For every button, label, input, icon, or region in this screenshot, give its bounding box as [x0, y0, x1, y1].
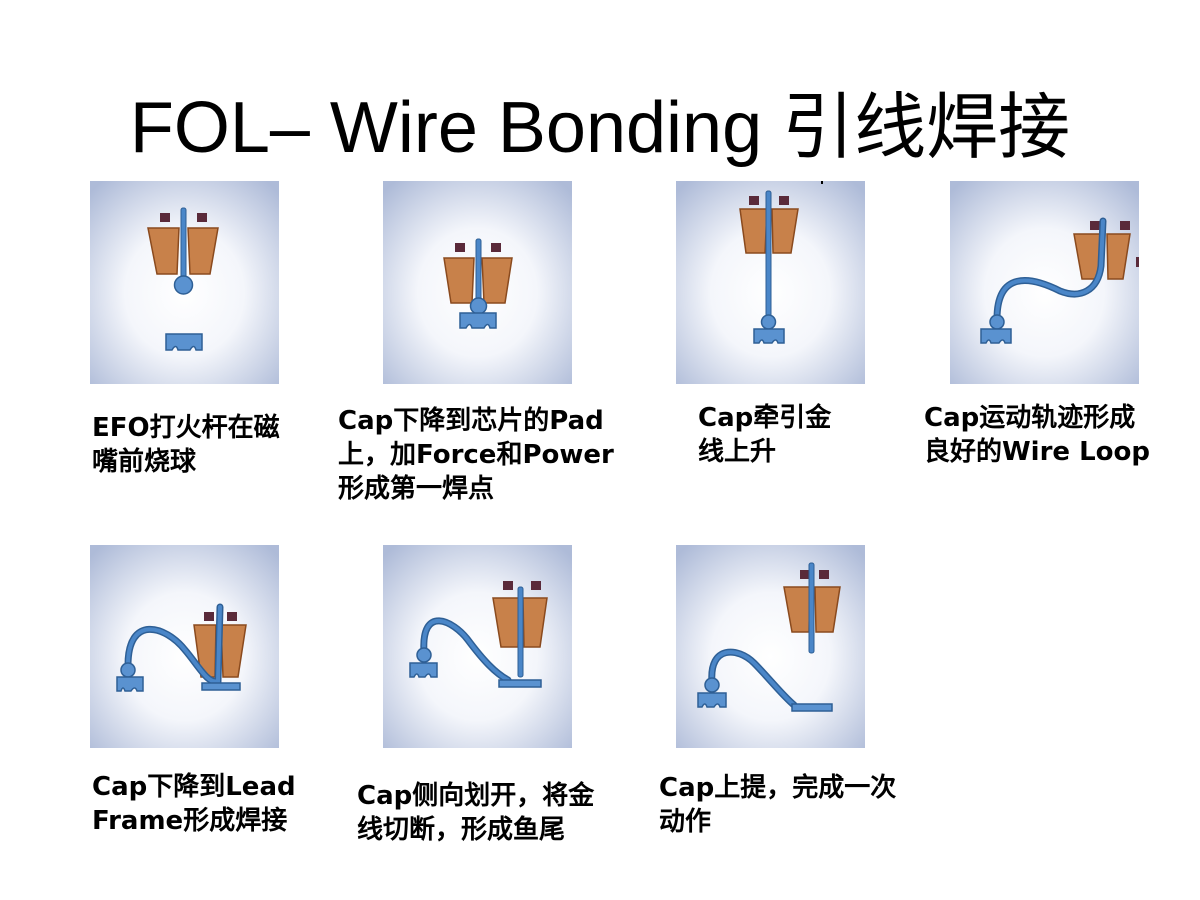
- caption-line: Cap牵引金: [698, 403, 832, 433]
- chip-pad: [165, 333, 203, 351]
- capillary-right: [187, 227, 219, 275]
- step-6-caption: Cap侧向划开，将金 线切断，形成鱼尾: [357, 779, 594, 847]
- slide-title: FOL– Wire Bonding 引线焊接: [129, 88, 1071, 168]
- marker-right: [197, 213, 207, 222]
- caption-line: 上，加Force和Power: [338, 440, 614, 470]
- free-air-ball: [173, 275, 194, 295]
- caption-line: Cap下降到芯片的Pad: [338, 406, 604, 436]
- step-4-illustration: [950, 181, 1139, 384]
- step-5-caption: Cap下降到Lead Frame形成焊接: [92, 770, 296, 838]
- step-3-caption: Cap牵引金 线上升: [698, 401, 831, 469]
- caption-line: 形成第一焊点: [338, 474, 495, 504]
- capillary-left: [147, 227, 180, 275]
- step-4-caption: Cap运动轨迹形成 良好的Wire Loop: [924, 401, 1150, 469]
- caption-line: 动作: [659, 807, 712, 837]
- caption-line: EFO打火杆在磁: [92, 413, 280, 443]
- step-2-caption: Cap下降到芯片的Pad 上，加Force和Power 形成第一焊点: [338, 404, 614, 506]
- step-6-illustration: [383, 545, 572, 748]
- caption-line: Cap上提，完成一次: [659, 773, 897, 803]
- step-7-caption: Cap上提，完成一次 动作: [659, 771, 896, 839]
- step-5-illustration: [90, 545, 279, 748]
- step-7-illustration: [676, 545, 865, 748]
- step-3-illustration: [676, 181, 865, 384]
- caption-line: 线切断，形成鱼尾: [357, 815, 566, 845]
- caption-line: 嘴前烧球: [92, 447, 197, 477]
- step-1-illustration: [90, 181, 279, 384]
- caption-line: Cap侧向划开，将金: [357, 781, 595, 811]
- caption-line: 线上升: [698, 437, 777, 467]
- caption-line: Frame形成焊接: [92, 806, 288, 836]
- caption-line: Cap运动轨迹形成: [924, 403, 1136, 433]
- caption-line: 良好的Wire Loop: [924, 437, 1151, 467]
- step-1-caption: EFO打火杆在磁 嘴前烧球: [92, 411, 280, 479]
- caption-line: Cap下降到Lead: [92, 772, 296, 802]
- step-2-illustration: [383, 181, 572, 384]
- marker-left: [160, 213, 170, 222]
